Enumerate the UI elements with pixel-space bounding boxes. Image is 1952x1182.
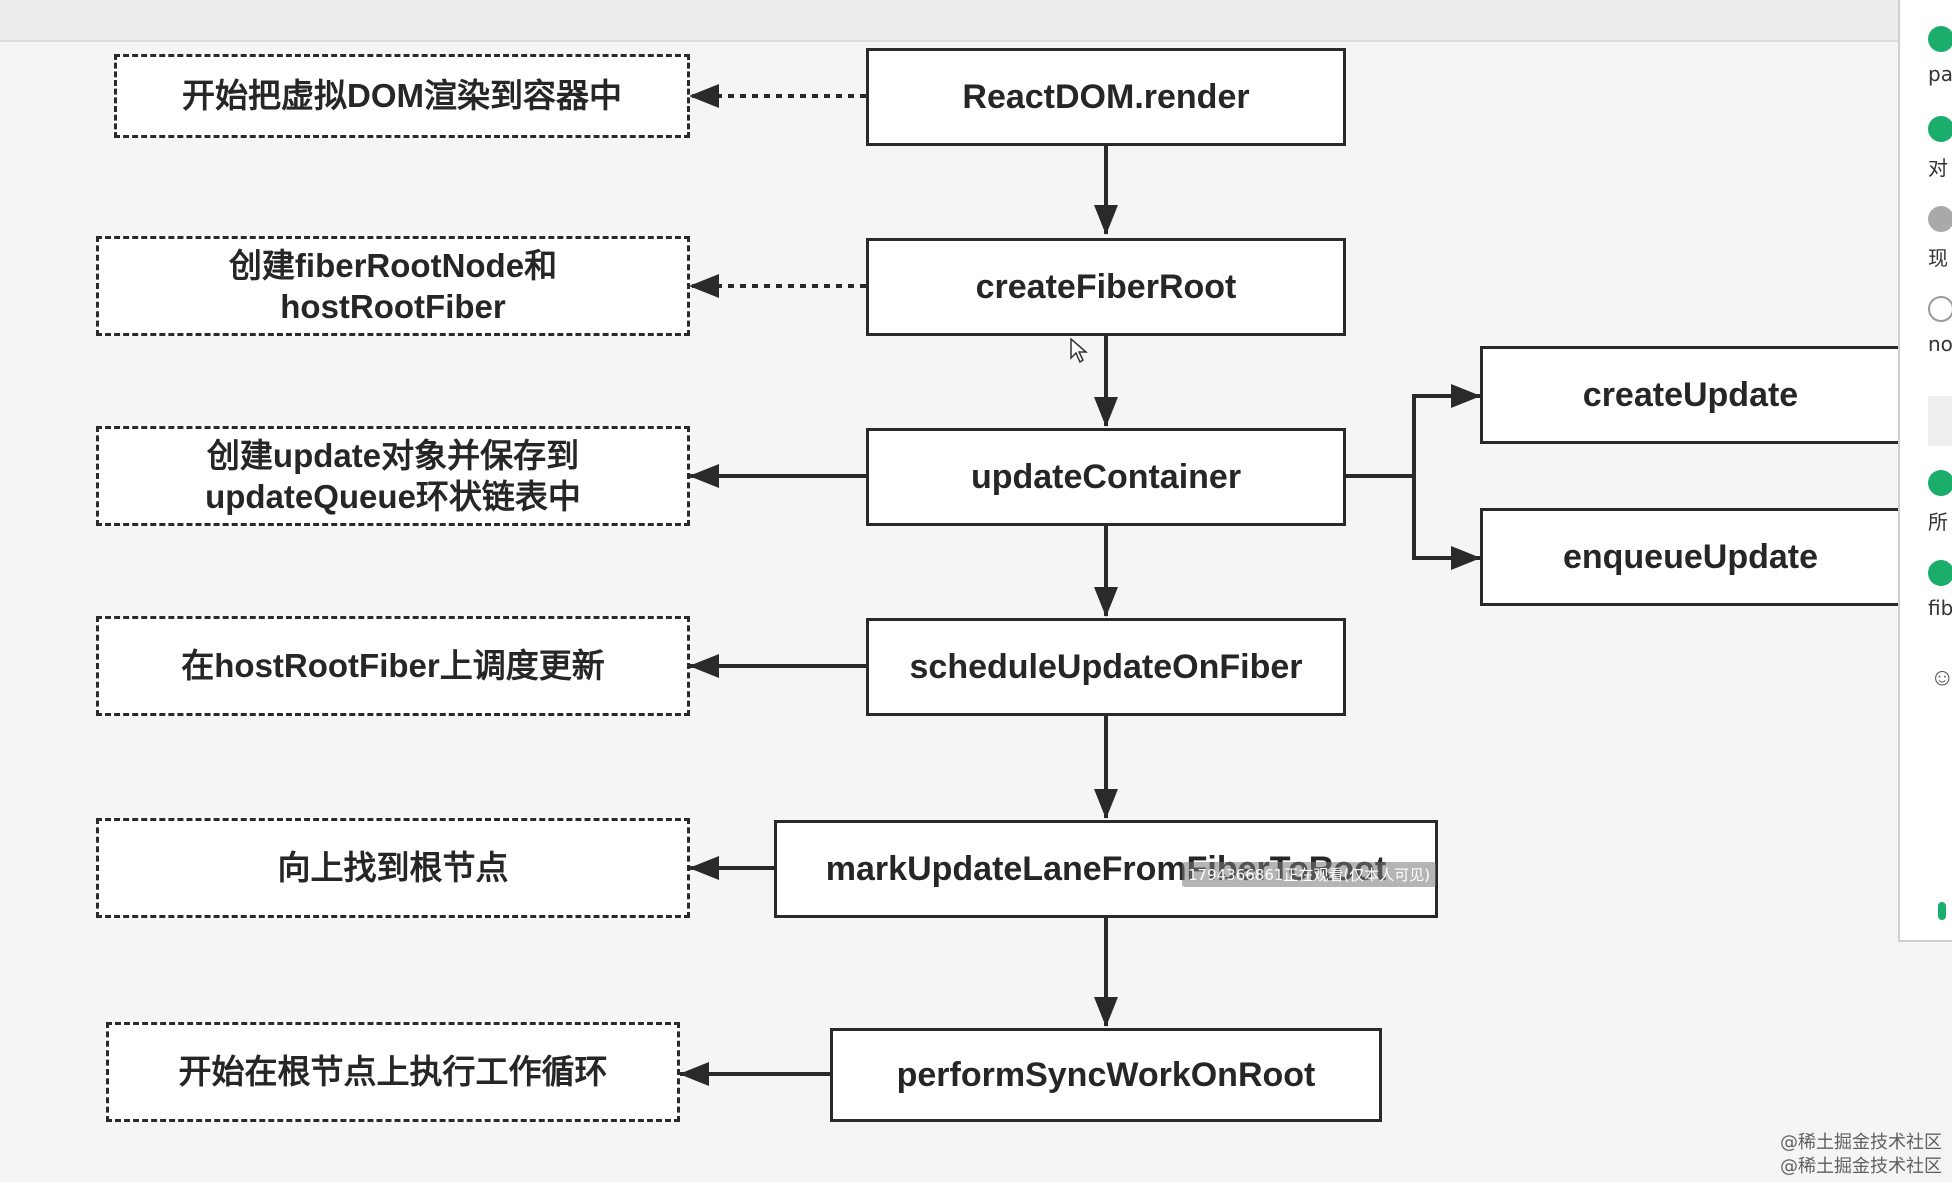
chat-message[interactable]: 对	[1928, 116, 1952, 181]
avatar-icon	[1928, 296, 1952, 322]
chat-message-text: 所	[1928, 510, 1948, 534]
note-label: 开始在根节点上执行工作循环	[178, 1053, 608, 1091]
chat-message[interactable]: no	[1928, 296, 1952, 356]
node-label: createUpdate	[1582, 375, 1799, 414]
viewer-overlay-text: 1794366861正在观看(仅本人可见)	[1182, 862, 1437, 887]
node-create-update: createUpdate	[1480, 346, 1898, 444]
note-render: 开始把虚拟DOM渲染到容器中	[114, 54, 690, 138]
chat-message-text: pa	[1928, 62, 1952, 86]
chat-message[interactable]: pa	[1928, 26, 1952, 86]
node-label: scheduleUpdateOnFiber	[909, 647, 1303, 686]
chat-panel: pa 对 现 no 所 fib ☺	[1898, 0, 1952, 942]
node-update-container: updateContainer	[866, 428, 1346, 526]
note-create-fiber-root: 创建fiberRootNode和 hostRootFiber	[96, 236, 690, 336]
watermark: @稀土掘金技术社区	[1780, 1156, 1942, 1177]
note-label: 创建fiberRootNode和 hostRootFiber	[229, 245, 557, 328]
node-perform-sync-work-on-root: performSyncWorkOnRoot	[830, 1028, 1382, 1122]
note-perform-sync-work: 开始在根节点上执行工作循环	[106, 1022, 680, 1122]
watermark: @稀土掘金技术社区	[1780, 1132, 1942, 1153]
note-label: 在hostRootFiber上调度更新	[181, 647, 605, 685]
node-create-fiber-root: createFiberRoot	[866, 238, 1346, 336]
chat-panel-block	[1928, 396, 1952, 446]
note-line: 创建fiberRootNode和	[228, 246, 558, 284]
node-label: createFiberRoot	[975, 267, 1237, 306]
node-label: performSyncWorkOnRoot	[896, 1055, 1316, 1094]
chat-message[interactable]: 所	[1928, 470, 1952, 535]
note-mark-update-lane: 向上找到根节点	[96, 818, 690, 918]
mouse-cursor-icon	[1070, 338, 1088, 364]
note-line: hostRootFiber	[280, 288, 506, 325]
node-schedule-update-on-fiber: scheduleUpdateOnFiber	[866, 618, 1346, 716]
chat-message-text: 对	[1928, 156, 1948, 180]
note-update-container: 创建update对象并保存到 updateQueue环状链表中	[96, 426, 690, 526]
note-line: updateQueue环状链表中	[205, 478, 581, 515]
chat-message[interactable]: 现	[1928, 206, 1952, 271]
emoji-icon[interactable]: ☺	[1930, 664, 1952, 691]
chat-message-text: no	[1928, 332, 1952, 356]
wechat-icon	[1928, 116, 1952, 142]
chat-message-text: fib	[1928, 596, 1952, 620]
note-label: 开始把虚拟DOM渲染到容器中	[182, 77, 622, 115]
node-reactdom-render: ReactDOM.render	[866, 48, 1346, 146]
wechat-icon	[1928, 26, 1952, 52]
diagram-edges	[679, 84, 1481, 1086]
note-schedule-update: 在hostRootFiber上调度更新	[96, 616, 690, 716]
microphone-icon[interactable]	[1938, 902, 1946, 920]
note-label: 向上找到根节点	[277, 849, 509, 887]
wechat-icon	[1928, 560, 1952, 586]
avatar-icon	[1928, 206, 1952, 232]
node-label: updateContainer	[970, 457, 1242, 496]
node-label: ReactDOM.render	[962, 77, 1250, 116]
diagram-canvas: ReactDOM.render createFiberRoot updateCo…	[0, 42, 1898, 1182]
note-line: 创建update对象并保存到	[206, 436, 580, 474]
node-label: enqueueUpdate	[1562, 537, 1819, 576]
wechat-icon	[1928, 470, 1952, 496]
chat-message-text: 现	[1928, 246, 1948, 270]
note-label: 创建update对象并保存到 updateQueue环状链表中	[205, 435, 581, 518]
top-toolbar	[0, 0, 1900, 42]
node-enqueue-update: enqueueUpdate	[1480, 508, 1898, 606]
chat-message[interactable]: fib	[1928, 560, 1952, 620]
